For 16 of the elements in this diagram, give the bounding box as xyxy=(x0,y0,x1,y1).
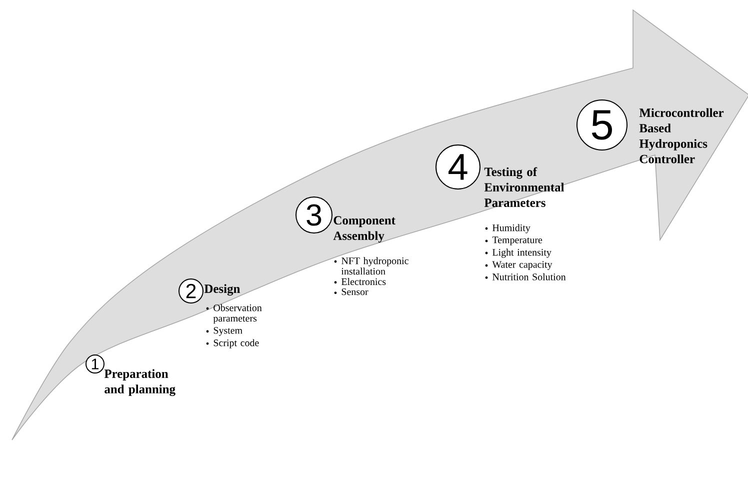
bullet-item: Sensor xyxy=(334,288,368,296)
step-heading: Preparation and planning xyxy=(104,369,176,396)
step-heading: Component Assembly xyxy=(333,216,396,243)
bullet-item: Humidity xyxy=(485,224,530,234)
bullet-item: Script code xyxy=(206,339,259,348)
bullet-item: NFT hydroponic installation xyxy=(334,257,408,275)
step-heading: Design xyxy=(204,284,240,296)
bullet-item: Temperature xyxy=(485,236,542,246)
bullet-item: Light intensity xyxy=(485,248,552,258)
step-heading: Microcontroller Based Hydroponics Controller xyxy=(639,108,724,164)
bullet-item: System xyxy=(206,327,242,336)
bullet-item: Nutrition Solution xyxy=(485,273,566,280)
step-heading: Testing of Environmental Parameters xyxy=(484,167,564,207)
bullet-item: Electronics xyxy=(334,278,386,286)
bullet-item: Observation parameters xyxy=(206,304,262,324)
bullet-item: Water capacity xyxy=(485,261,552,270)
